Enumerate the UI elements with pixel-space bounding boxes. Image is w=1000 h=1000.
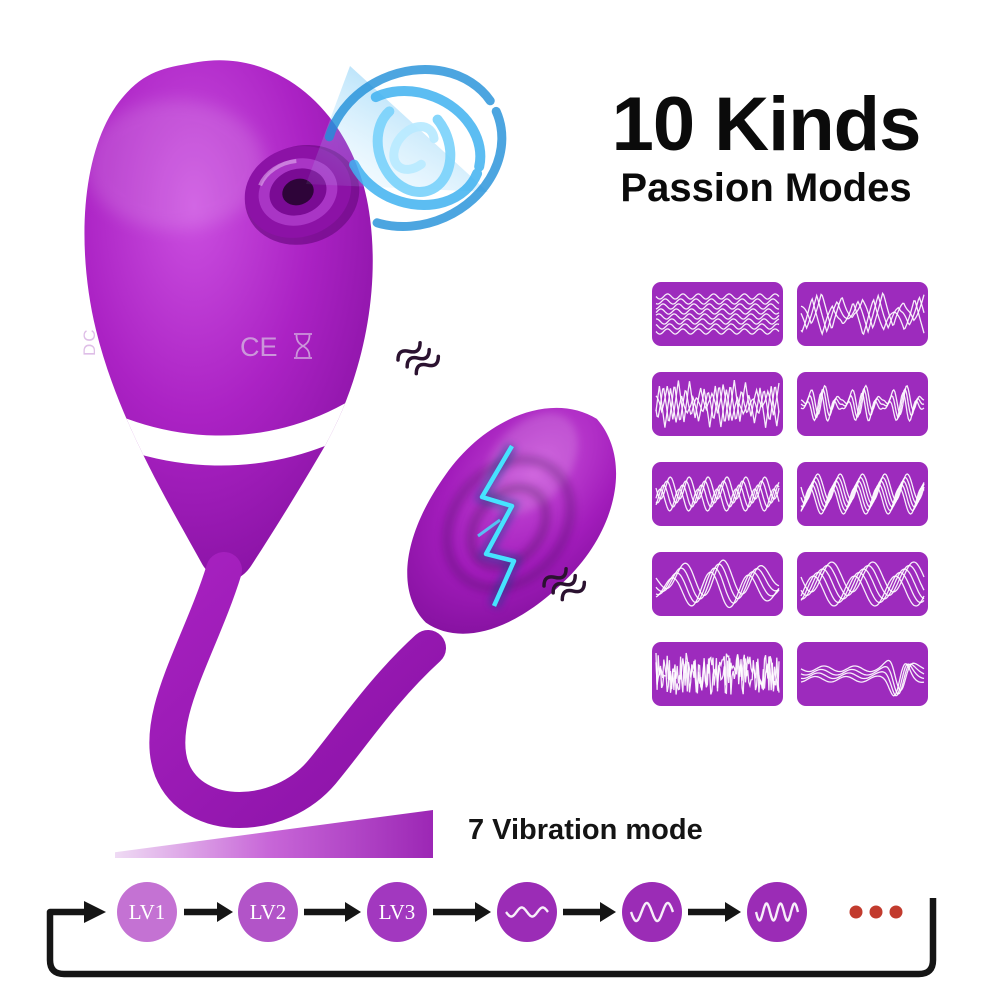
- mode-tile-pulse-wave: [797, 372, 928, 436]
- hourglass-icon: [294, 333, 312, 359]
- mode-tile-smooth-wave: [797, 462, 928, 526]
- lightning-icon: [473, 443, 522, 609]
- headline: 10 Kinds: [611, 82, 922, 167]
- flow-arrows: [184, 902, 741, 922]
- medium-wave-waveform-icon: [655, 476, 780, 512]
- mode-tile-medium-wave: [652, 462, 783, 526]
- mode-tile-peak-wave: [797, 642, 928, 706]
- peak-wave-waveform-icon: [800, 659, 925, 697]
- burst-zigzag-waveform-icon: [800, 291, 925, 336]
- ce-mark: CE: [240, 332, 278, 362]
- subheadline: Passion Modes: [620, 165, 912, 210]
- noise-spikes-waveform-icon: [655, 652, 780, 695]
- arrow-icon: [563, 902, 616, 922]
- dense-zigzag-waveform-icon: [655, 380, 780, 428]
- pulse-wave-waveform-icon: [800, 384, 925, 423]
- body-highlight: [85, 100, 265, 230]
- connector-tail: [149, 552, 446, 828]
- product-illustration: DC CE: [80, 60, 617, 828]
- ripple-dense-waveform-icon: [655, 293, 780, 335]
- ellipsis-dots-icon: [849, 905, 903, 919]
- vibration-squiggle-icon-bottom: [542, 567, 587, 602]
- mode-tile-noise-spikes: [652, 642, 783, 706]
- arrow-icon: [433, 902, 491, 922]
- dc-mark: DC: [80, 327, 99, 356]
- arrow-icon: [688, 902, 741, 922]
- arrow-icon: [304, 902, 361, 922]
- mode-tile-big-wave: [652, 552, 783, 616]
- smooth-wave-waveform-icon: [800, 473, 925, 515]
- vibration-mode-label: 7 Vibration mode: [468, 814, 703, 846]
- big-wave-waveform-icon: [655, 559, 780, 609]
- mode-tile-burst-zigzag: [797, 282, 928, 346]
- mode-tile-dense-zigzag: [652, 372, 783, 436]
- vibration-squiggle-icon-top: [396, 341, 441, 376]
- mode-tile-ripple-dense: [652, 282, 783, 346]
- soft-wave-waveform-icon: [800, 561, 925, 607]
- loop-arrowhead-icon: [84, 901, 106, 923]
- title-block: 10 Kinds Passion Modes: [588, 86, 944, 211]
- arrow-icon: [184, 902, 233, 922]
- mode-tile-soft-wave: [797, 552, 928, 616]
- passion-modes-grid: [652, 282, 928, 706]
- loop-arrow-path: [46, 898, 937, 978]
- suction-vortex-icon: [306, 65, 507, 231]
